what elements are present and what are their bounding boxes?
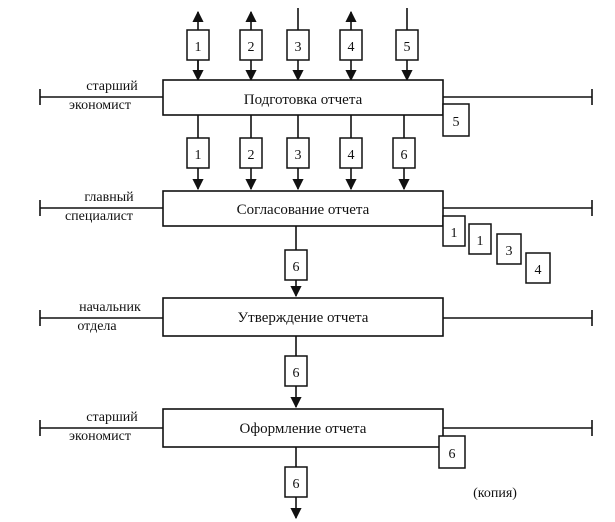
doc-label: 6	[401, 148, 408, 163]
doc-label: 5	[453, 115, 460, 130]
doc-label: 1	[451, 226, 458, 241]
doc-label: 4	[535, 263, 542, 278]
row-approval: главный специалист Согласование отчета 1…	[39, 190, 593, 298]
doc-label: 4	[348, 40, 355, 55]
row-formatting: старший экономист Оформление отчета 6 6 …	[39, 408, 593, 520]
document-icon	[442, 103, 470, 137]
doc-label: 3	[295, 40, 302, 55]
document-icon	[442, 215, 466, 247]
role-label-line2: отдела	[77, 319, 117, 334]
document-icon	[496, 233, 522, 265]
process-label: Согласование отчета	[237, 202, 370, 218]
doc-label: 2	[248, 40, 255, 55]
role-label-line2: экономист	[69, 429, 131, 444]
role-label-line1: старший	[86, 410, 138, 425]
doc-label: 6	[293, 366, 300, 381]
doc-label: 6	[449, 447, 456, 462]
doc-label: 1	[477, 234, 484, 249]
prep-outputs: 1 2 3 4 6	[186, 115, 416, 191]
doc-label: 1	[195, 40, 202, 55]
process-label: Оформление отчета	[240, 421, 367, 437]
approval-side-docs: 1 1 3 4	[442, 215, 551, 284]
row-preparation: старший экономист 1 2 3 4	[39, 8, 593, 191]
role-label-line1: главный	[84, 190, 134, 205]
doc-label: 6	[293, 260, 300, 275]
process-box-preparation	[162, 79, 444, 116]
role-label-line1: начальник	[79, 300, 141, 315]
role-label-line2: специалист	[65, 209, 133, 224]
role-label-line1: старший	[86, 79, 138, 94]
doc-label: 3	[295, 148, 302, 163]
document-icon	[468, 223, 492, 255]
role-label-line2: экономист	[69, 98, 131, 113]
process-label: Подготовка отчета	[244, 92, 363, 108]
doc-label: 6	[293, 477, 300, 492]
doc-label: 4	[348, 148, 355, 163]
copy-note: (копия)	[473, 486, 517, 501]
doc-label: 1	[195, 148, 202, 163]
row-confirmation: начальник отдела Утверждение отчета 6	[39, 297, 593, 409]
doc-label: 5	[404, 40, 411, 55]
doc-label: 2	[248, 148, 255, 163]
process-label: Утверждение отчета	[238, 310, 369, 326]
document-icon	[525, 252, 551, 284]
process-box-approval	[162, 190, 444, 227]
process-box-confirmation	[162, 297, 444, 337]
prep-inputs: 1 2 3 4 5	[186, 8, 419, 82]
process-box-formatting	[162, 408, 444, 448]
doc-label: 3	[506, 244, 513, 259]
document-icon	[438, 435, 466, 469]
